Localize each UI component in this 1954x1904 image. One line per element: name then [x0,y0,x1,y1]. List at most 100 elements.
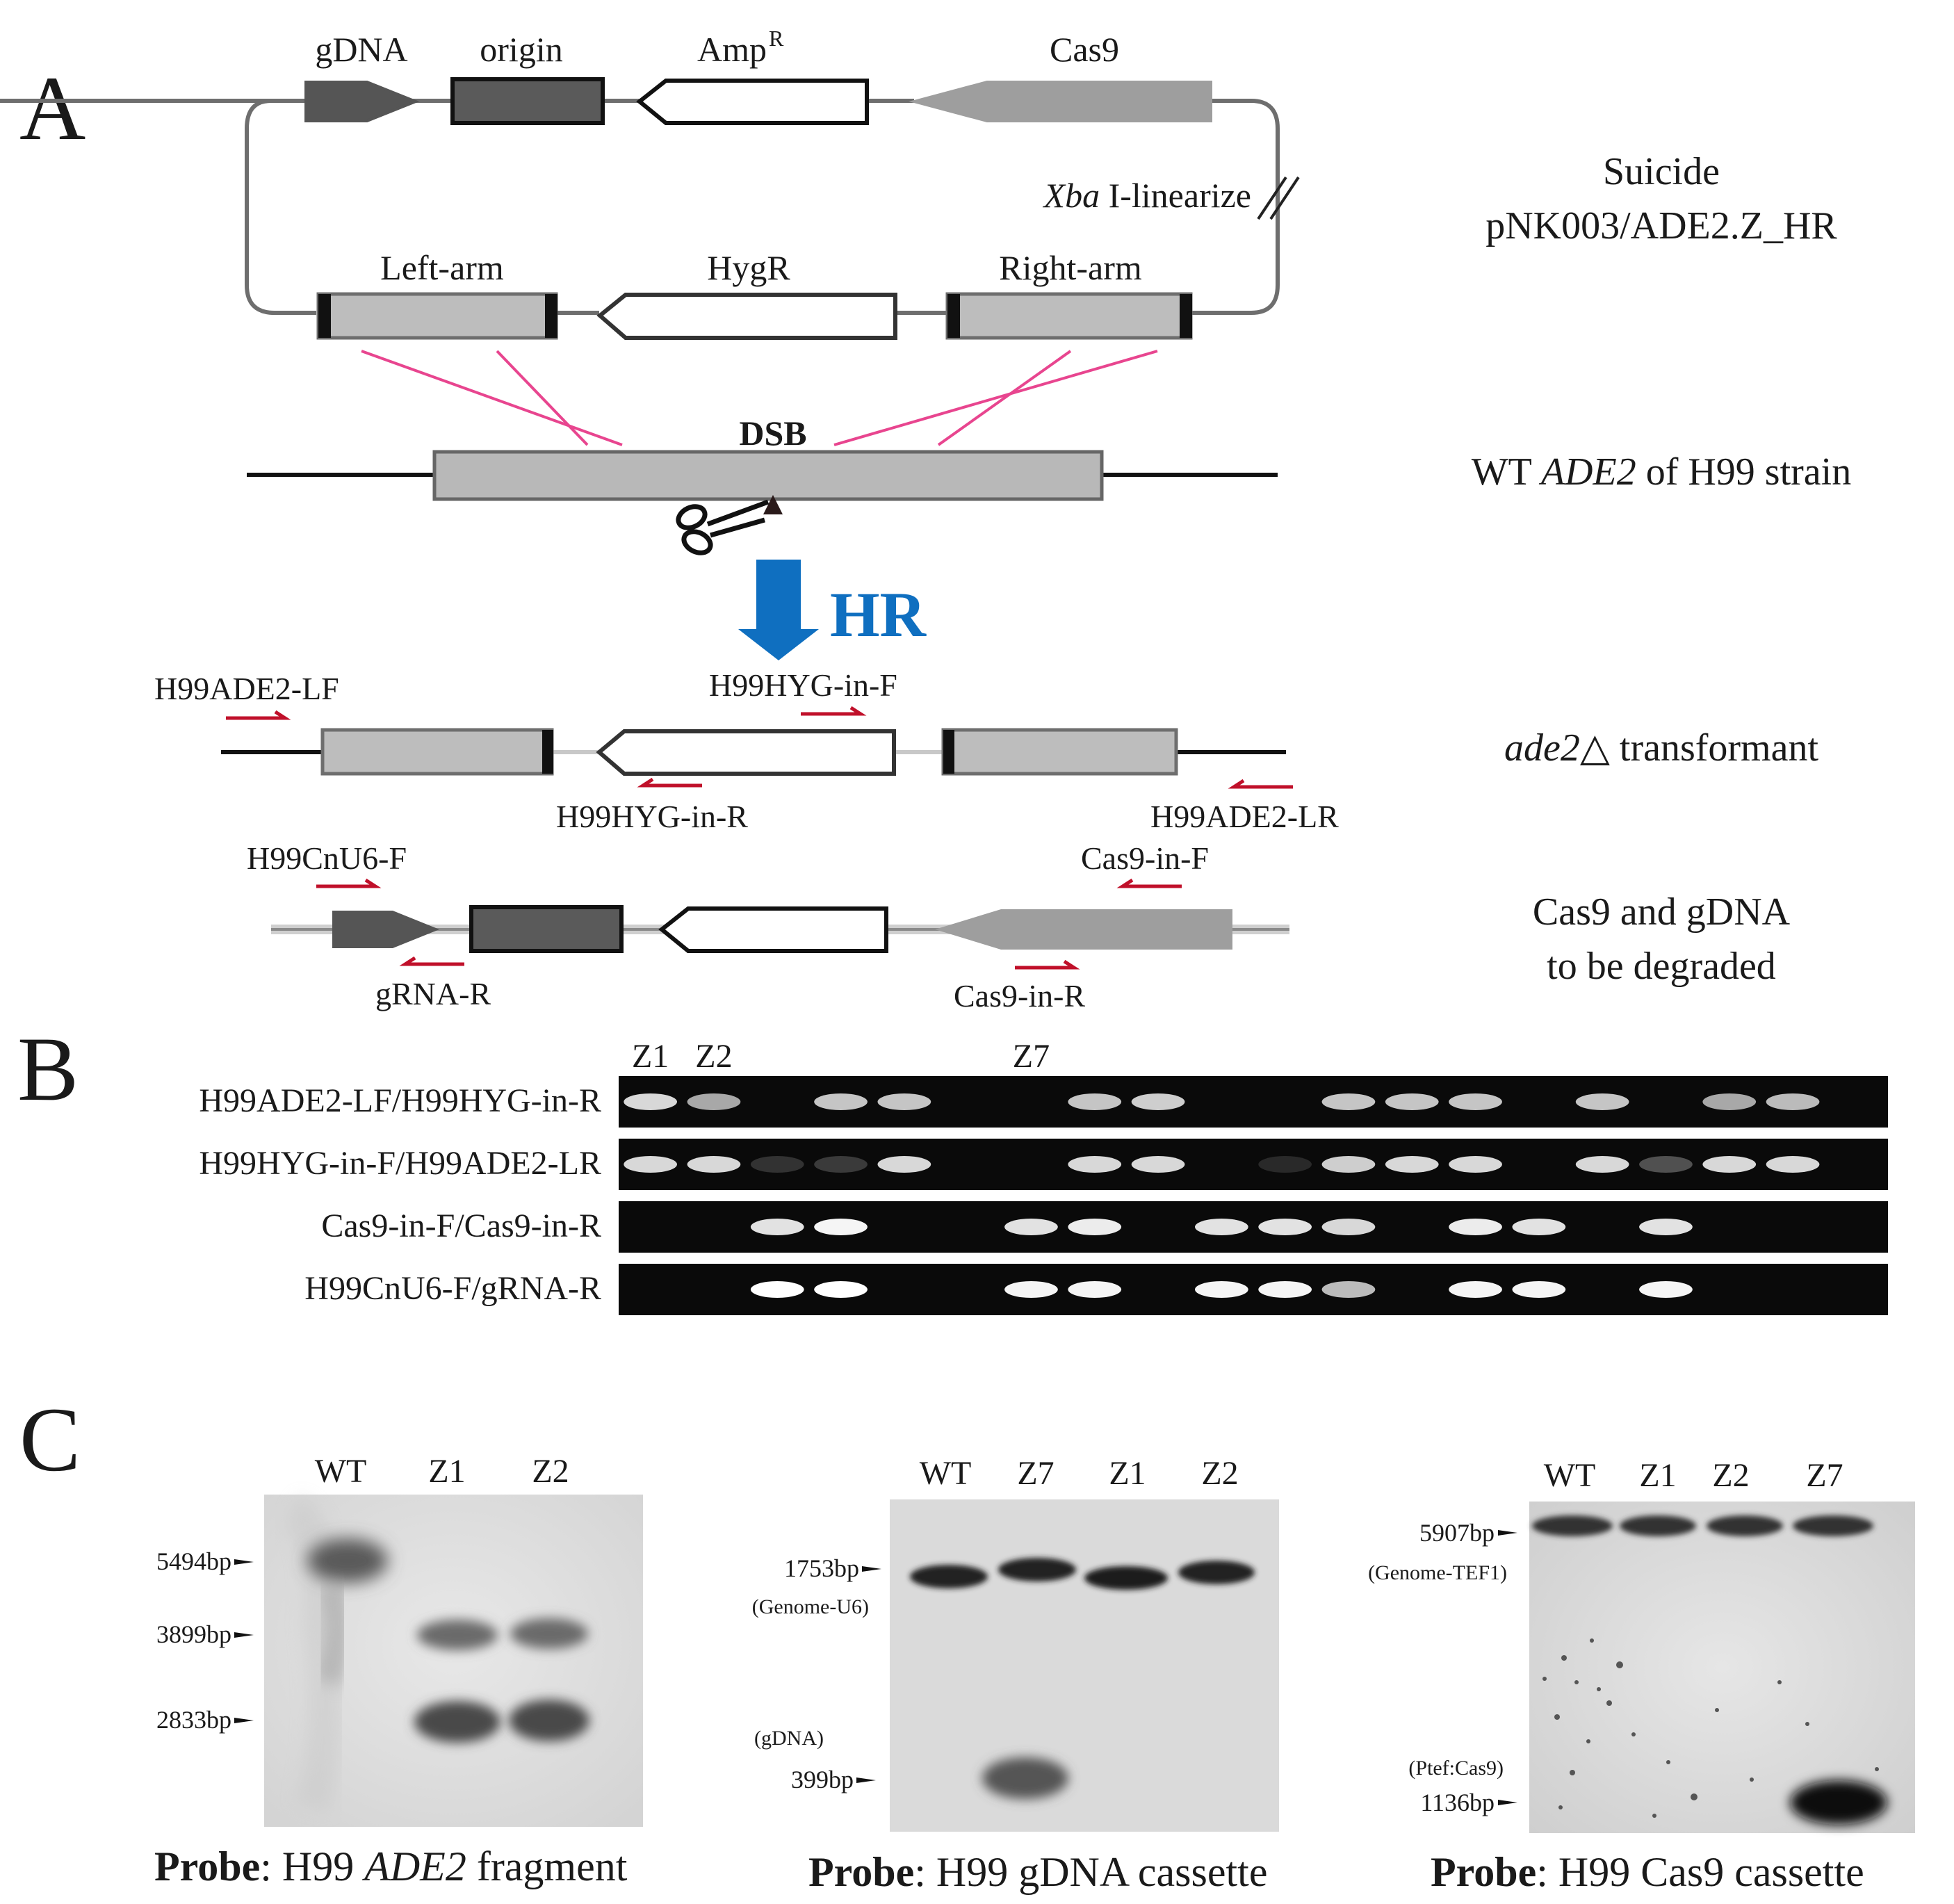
gel-band [1639,1219,1693,1235]
gel-band [1449,1093,1502,1110]
gel-lane-label-z7: Z7 [1013,1038,1050,1075]
gel-band [1449,1156,1502,1173]
gel-band [1321,1156,1376,1173]
blot3-band-z7-1136 [1790,1780,1887,1825]
degraded-origin [469,905,624,953]
blot2-band-z1-1753 [1084,1566,1168,1590]
gel-band [814,1219,868,1235]
gel-row-3 [619,1201,1888,1253]
primer-h99cnu6-f: H99CnU6-F [247,840,407,876]
primer-grna-r: gRNA-R [375,976,491,1011]
gel-band [1258,1219,1312,1235]
southern-blot-gdna [890,1499,1279,1832]
pcr-gel: H99ADE2-LF/H99HYG-in-R H99HYG-in-F/H99ADE… [199,1038,1888,1315]
blot3-marker-5907: 5907bp [1419,1519,1495,1547]
gel-band [877,1093,931,1110]
blot1-probe-label: Probe: H99 ADE2 fragment [154,1844,628,1889]
blot2-band-z7-1753 [998,1558,1076,1581]
gel-band [1385,1093,1439,1110]
gel-row-1 [619,1076,1888,1128]
blot1-marker-3899: 3899bp [156,1620,231,1648]
gel-band [1449,1281,1502,1298]
blot3-probe-label: Probe: H99 Cas9 cassette [1431,1849,1864,1895]
gel-band [1702,1093,1757,1110]
blot1-lane-z2: Z2 [532,1453,569,1490]
panel-b-label: B [17,1018,79,1120]
blot1-marker-2833: 2833bp [156,1706,231,1734]
gdna-label: gDNA [315,30,407,69]
gel-band [687,1093,741,1110]
gel-band [877,1156,931,1173]
blot3-membrane [1529,1502,1915,1833]
plasmid-name-line1: Suicide [1603,150,1720,193]
linearize-label: Xba I-linearize [1043,176,1251,215]
panel-c-label: C [19,1388,81,1490]
blot3-lane-z1: Z1 [1639,1457,1676,1494]
blot2-note-genome-u6: (Genome-U6) [752,1595,869,1618]
gel-band [1068,1281,1122,1298]
panel-a-label: A [19,57,86,159]
gel-band [750,1156,804,1173]
degraded-label-line2: to be degraded [1547,945,1776,988]
southern-blot-ade2 [264,1495,643,1827]
transformant-hygr [596,729,896,776]
scissors-icon [676,499,770,555]
transformant-left-arm [320,728,554,776]
blot2-lane-z1: Z1 [1109,1455,1146,1492]
primer-h99ade2-lf: H99ADE2-LF [154,671,339,706]
gel-row-label-2: H99HYG-in-F/H99ADE2-LR [199,1145,601,1182]
gel-band [624,1093,677,1110]
gel-band [1258,1281,1312,1298]
gel-band [1321,1093,1376,1110]
gel-band [814,1093,868,1110]
ampr-element [636,79,869,125]
gel-row-label-1: H99ADE2-LF/H99HYG-in-R [199,1082,601,1119]
gel-band [1131,1093,1185,1110]
blot1-band-z1-2833 [414,1701,500,1743]
blot2-band-z7-399 [982,1757,1068,1799]
dsb-label: DSB [739,414,806,453]
blot1-marker-5494: 5494bp [156,1547,231,1575]
gel-band [1766,1093,1820,1110]
transformant-label: ade2△ transformant [1504,726,1818,770]
gel-band [1702,1156,1757,1173]
cas9-element [909,81,1212,122]
gel-band [1068,1156,1122,1173]
origin-label: origin [480,30,562,69]
gel-band [1004,1219,1058,1235]
gel-band [1321,1219,1376,1235]
blot1-band-z1-3899 [417,1620,498,1650]
primer-cas9-in-r: Cas9-in-R [954,978,1085,1014]
gel-band [814,1281,868,1298]
blot2-lane-wt: WT [920,1455,972,1492]
right-arm-label: Right-arm [999,248,1142,287]
right-arm-element [945,292,1193,340]
ampr-superscript: R [769,26,784,51]
gel-lane-label-z2: Z2 [695,1038,732,1075]
blot3-lane-wt: WT [1544,1457,1596,1494]
gel-lane-label-z1: Z1 [632,1038,669,1075]
southern-blot-cas9 [1529,1502,1915,1833]
dsb-marker [763,495,783,514]
blot3-marker-1136: 1136bp [1420,1789,1495,1816]
blot2-note-gdna: (gDNA) [754,1727,824,1750]
gel-band [750,1219,804,1235]
blot3-lane-z2: Z2 [1712,1457,1749,1494]
gel-band [1258,1156,1312,1173]
degraded-primer-arrows [316,878,1182,970]
gel-band [814,1156,868,1173]
blot2-marker-399: 399bp [791,1766,854,1793]
blot3-marker-arrows [1498,1530,1517,1805]
blot1-lane-z1: Z1 [428,1453,465,1490]
cas9-label: Cas9 [1050,30,1119,69]
blot3-note-genome-tef1: (Genome-TEF1) [1368,1561,1507,1584]
primer-h99hyg-in-r: H99HYG-in-R [556,799,748,834]
plasmid-backbone [0,99,1280,315]
gel-band [1575,1093,1629,1110]
hygr-element [596,293,897,340]
wt-genome-label: WT ADE2 of H99 strain [1472,450,1851,494]
origin-element [450,77,605,125]
blot3-band-z1-5907 [1620,1515,1696,1536]
gel-band [1639,1281,1693,1298]
